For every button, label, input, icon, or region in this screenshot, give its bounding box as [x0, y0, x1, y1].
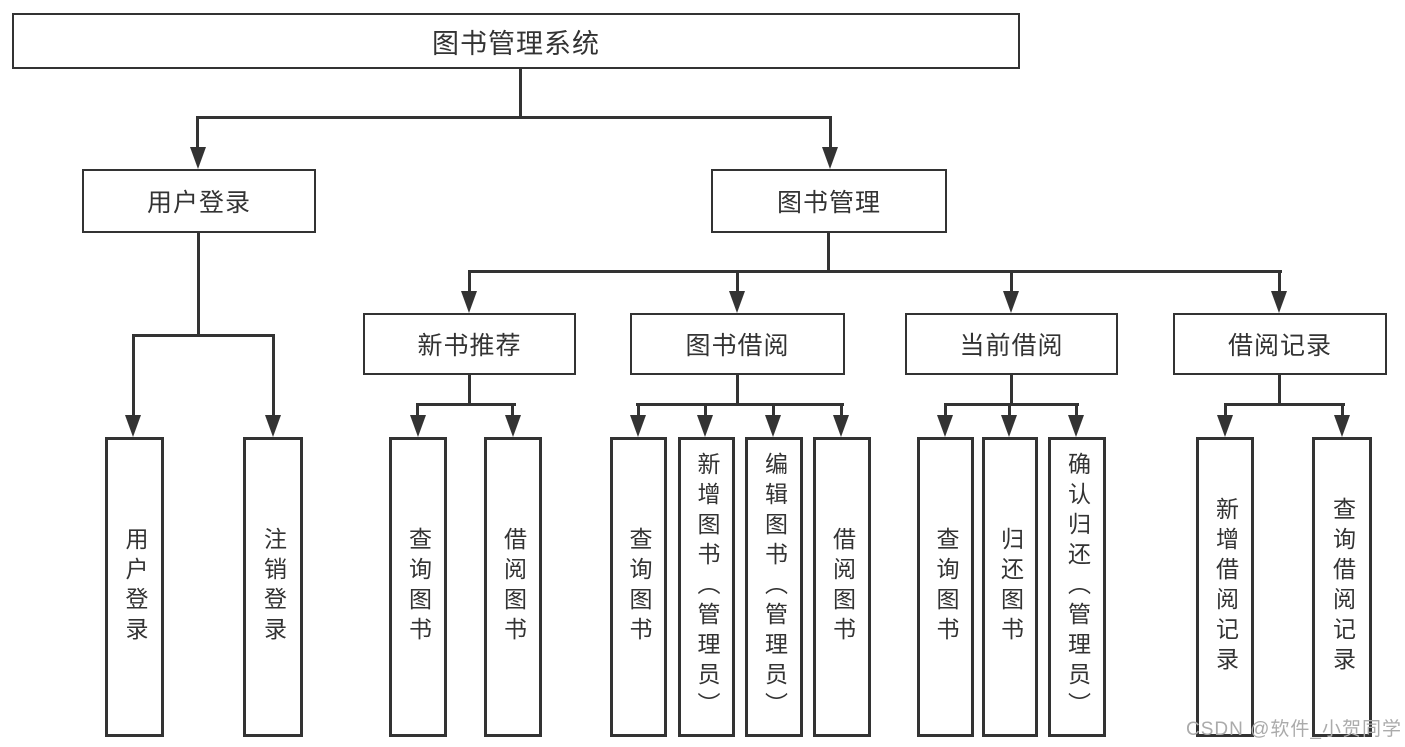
leaf-query-books-2: 查询图书	[610, 437, 667, 737]
arrow-down-icon	[1003, 291, 1019, 313]
connector-line	[1010, 270, 1013, 293]
arrow-down-icon	[505, 415, 521, 437]
node-label: 查询图书	[405, 527, 432, 647]
leaf-user-login: 用户登录	[105, 437, 164, 737]
node-label: 图书管理	[776, 189, 881, 217]
leaf-logout-login: 注销登录	[243, 437, 303, 737]
connector-line	[468, 270, 1282, 273]
connector-line	[704, 403, 707, 417]
node-label: 查询图书	[933, 527, 959, 647]
connector-line	[1008, 403, 1011, 417]
arrow-down-icon	[1068, 415, 1084, 437]
connector-line	[636, 403, 844, 406]
leaf-borrow-books-2: 借阅图书	[813, 437, 871, 737]
arrow-down-icon	[410, 415, 426, 437]
node-user-login: 用户登录	[82, 169, 316, 233]
leaf-return-books: 归还图书	[982, 437, 1038, 737]
connector-line	[736, 270, 739, 293]
arrow-down-icon	[1001, 415, 1017, 437]
connector-line	[196, 116, 199, 150]
connector-line	[1278, 270, 1281, 293]
connector-line	[416, 403, 419, 417]
node-label: 用户登录	[146, 189, 251, 217]
node-borrowing-records: 借阅记录	[1173, 313, 1387, 375]
node-label: 新增图书（管理员）	[694, 452, 720, 722]
connector-line	[772, 403, 775, 417]
connector-line	[637, 403, 640, 417]
node-label: 借阅图书	[829, 527, 856, 647]
arrow-down-icon	[822, 147, 838, 169]
node-label: 当前借阅	[959, 332, 1064, 360]
connector-line	[519, 69, 522, 119]
node-label: 用户登录	[122, 527, 148, 647]
leaf-query-books-1: 查询图书	[389, 437, 447, 737]
node-current-borrowing: 当前借阅	[905, 313, 1118, 375]
leaf-add-borrow-record: 新增借阅记录	[1196, 437, 1254, 737]
connector-line	[827, 233, 830, 273]
connector-line	[197, 233, 200, 337]
arrow-down-icon	[729, 291, 745, 313]
node-label: 查询图书	[626, 527, 652, 647]
connector-line	[840, 403, 843, 417]
node-label: 新增借阅记录	[1212, 497, 1239, 677]
node-label: 编辑图书（管理员）	[761, 452, 788, 722]
node-label: 借阅图书	[500, 527, 527, 647]
connector-line	[468, 375, 471, 406]
connector-line	[829, 116, 832, 150]
leaf-add-books-admin: 新增图书（管理员）	[678, 437, 735, 737]
node-label: 图书借阅	[685, 332, 790, 360]
leaf-query-books-3: 查询图书	[917, 437, 974, 737]
connector-line	[1341, 403, 1344, 417]
connector-line	[196, 116, 832, 119]
arrow-down-icon	[630, 415, 646, 437]
node-label: 注销登录	[260, 527, 287, 647]
node-label: 借阅记录	[1227, 332, 1332, 360]
connector-line	[1278, 375, 1281, 406]
node-label: 确认归还（管理员）	[1064, 452, 1091, 722]
arrow-down-icon	[765, 415, 781, 437]
node-label: 图书管理系统	[432, 28, 600, 59]
connector-line	[132, 334, 275, 337]
connector-line	[511, 403, 514, 417]
node-library-management-system: 图书管理系统	[12, 13, 1020, 69]
connector-line	[1075, 403, 1078, 417]
node-label: 归还图书	[997, 527, 1024, 647]
arrow-down-icon	[697, 415, 713, 437]
connector-line	[132, 334, 135, 416]
watermark: CSDN @软件_小贺同学	[1186, 719, 1402, 740]
arrow-down-icon	[1271, 291, 1287, 313]
arrow-down-icon	[461, 291, 477, 313]
connector-line	[1224, 403, 1227, 417]
leaf-edit-books-admin: 编辑图书（管理员）	[745, 437, 803, 737]
arrow-down-icon	[937, 415, 953, 437]
arrow-down-icon	[265, 415, 281, 437]
connector-line	[1010, 375, 1013, 406]
connector-line	[736, 375, 739, 406]
connector-line	[468, 270, 471, 293]
arrow-down-icon	[125, 415, 141, 437]
arrow-down-icon	[190, 147, 206, 169]
node-label: 新书推荐	[417, 332, 522, 360]
leaf-confirm-return-admin: 确认归还（管理员）	[1048, 437, 1106, 737]
arrow-down-icon	[1217, 415, 1233, 437]
node-label: 查询借阅记录	[1329, 497, 1356, 677]
connector-line	[272, 334, 275, 416]
connector-line	[944, 403, 1079, 406]
arrow-down-icon	[833, 415, 849, 437]
connector-line	[1224, 403, 1345, 406]
leaf-borrow-books-1: 借阅图书	[484, 437, 542, 737]
node-book-borrowing: 图书借阅	[630, 313, 845, 375]
node-new-book-recommendation: 新书推荐	[363, 313, 576, 375]
connector-line	[944, 403, 947, 417]
arrow-down-icon	[1334, 415, 1350, 437]
leaf-query-borrow-record: 查询借阅记录	[1312, 437, 1372, 737]
connector-line	[416, 403, 516, 406]
node-book-management: 图书管理	[711, 169, 947, 233]
